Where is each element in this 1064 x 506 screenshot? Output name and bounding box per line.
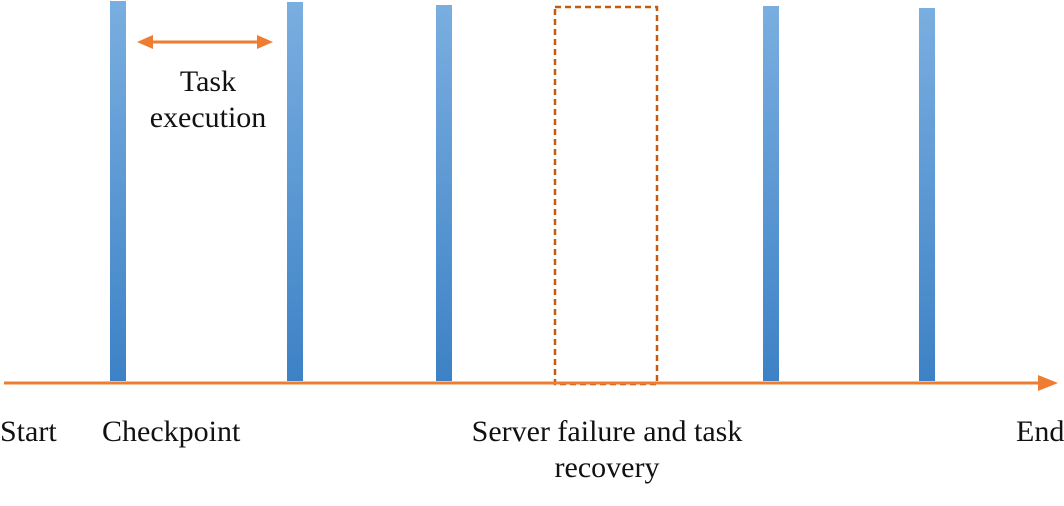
end-label: End [1016, 415, 1064, 448]
checkpoint-3-bar [436, 5, 452, 381]
checkpoint-label: Checkpoint [102, 415, 241, 448]
checkpoint-1-bar [110, 1, 126, 381]
start-label: Start [0, 415, 57, 448]
failure-recovery-box [553, 5, 659, 386]
checkpoint-2-bar [287, 2, 303, 381]
timeline-arrowhead [1038, 375, 1058, 391]
checkpoint-5-bar [919, 8, 935, 381]
failure-recovery-label: Server failure and task recovery [471, 415, 743, 484]
task-execution-label: Task execution [149, 65, 267, 134]
interval-arrowhead-left [137, 35, 153, 49]
checkpoint-4-bar [763, 6, 779, 381]
interval-arrowhead-right [257, 35, 273, 49]
